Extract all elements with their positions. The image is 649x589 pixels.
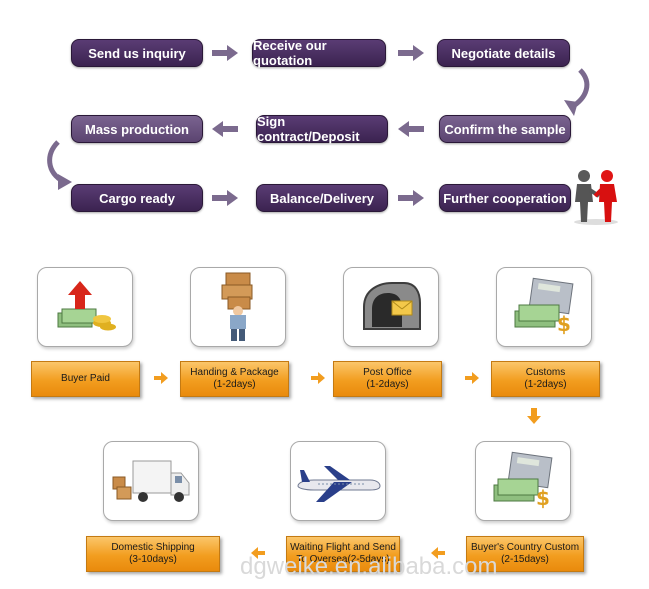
ship-step-post-office: Post Office (1-2days) [333,361,442,397]
arrow-right-icon [465,372,479,384]
step-sign-contract: Sign contract/Deposit [256,114,388,144]
step-label: Balance/Delivery [269,190,375,206]
step-label: Cargo ready [99,190,175,206]
arrow-right-icon [154,372,168,384]
calculator-money-icon: $ [514,277,574,336]
ship-step-line1: Domestic Shipping [111,542,195,553]
tile-handing-package [190,267,286,347]
step-send-inquiry: Send us inquiry [71,39,203,67]
ship-step-line1: Buyer's Country Custom [470,542,580,553]
arrow-left-icon [398,121,424,137]
ship-step-line2: To Oversea(2-5days) [296,554,390,565]
svg-text:$: $ [557,312,571,336]
ship-step-customs: Customs (1-2days) [491,361,600,397]
step-label: Send us inquiry [88,45,186,61]
ship-step-line1: Handing & Package [190,367,279,378]
ship-step-line2: (1-2days) [366,379,409,390]
ship-step-line2: (3-10days) [129,554,177,565]
handshake-figures-icon [574,170,618,225]
ship-step-buyer-paid: Buyer Paid [31,361,140,397]
ship-step-handing-package: Handing & Package (1-2days) [180,361,289,397]
arrow-right-icon [311,372,325,384]
ship-step-buyer-country-custom: Buyer's Country Custom (2-15days) [466,536,584,572]
tile-post-office [343,267,439,347]
tile-buyer-paid [37,267,133,347]
tile-domestic-shipping [103,441,199,521]
curved-arrow-down-left-icon [564,68,590,116]
svg-text:$: $ [536,486,550,510]
ship-step-line2: (1-2days) [213,379,256,390]
mailbox-icon [363,282,421,330]
arrow-right-icon [212,45,238,61]
step-label: Negotiate details [451,45,556,61]
ship-step-line1: Customs [525,367,566,378]
arrow-right-icon [398,190,424,206]
watermark-text: dgweike.en.alibaba.com [240,553,498,580]
ship-step-line1: Buyer Paid [61,373,110,384]
step-label: Confirm the sample [444,121,566,137]
curved-arrow-down-right-icon [47,140,72,190]
airplane-icon [297,466,381,502]
tile-buyer-country-custom: $ [475,441,571,521]
ship-step-domestic-shipping: Domestic Shipping (3-10days) [86,536,220,572]
calculator-money-icon: $ [493,451,553,510]
arrow-left-icon [212,121,238,137]
step-cargo-ready: Cargo ready [71,184,203,212]
tile-customs: $ [496,267,592,347]
ship-step-waiting-flight: Waiting Flight and Send To Oversea(2-5da… [286,536,400,572]
step-negotiate-details: Negotiate details [437,39,570,67]
ship-step-line2: (1-2days) [524,379,567,390]
ship-step-line1: Post Office [363,367,412,378]
tile-waiting-flight [290,441,386,521]
step-confirm-sample: Confirm the sample [439,115,571,143]
step-balance-delivery: Balance/Delivery [256,184,388,212]
worker-boxes-icon [221,272,253,341]
ship-step-line1: Waiting Flight and Send [290,542,396,553]
ship-step-line2: (2-15days) [501,554,549,565]
arrow-right-icon [212,190,238,206]
arrow-left-icon [251,547,265,559]
arrow-left-icon [431,547,445,559]
step-mass-production: Mass production [71,115,203,143]
step-further-cooperation: Further cooperation [439,184,571,212]
step-label: Further cooperation [443,190,567,206]
arrow-right-icon [398,45,424,61]
money-arrow-icon [57,281,116,331]
step-receive-quotation: Receive our quotation [252,38,386,68]
step-label: Mass production [84,121,189,137]
arrow-down-icon [527,408,541,424]
delivery-truck-icon [112,460,190,502]
step-label: Sign contract/Deposit [257,114,360,144]
step-label: Receive our quotation [253,38,327,68]
